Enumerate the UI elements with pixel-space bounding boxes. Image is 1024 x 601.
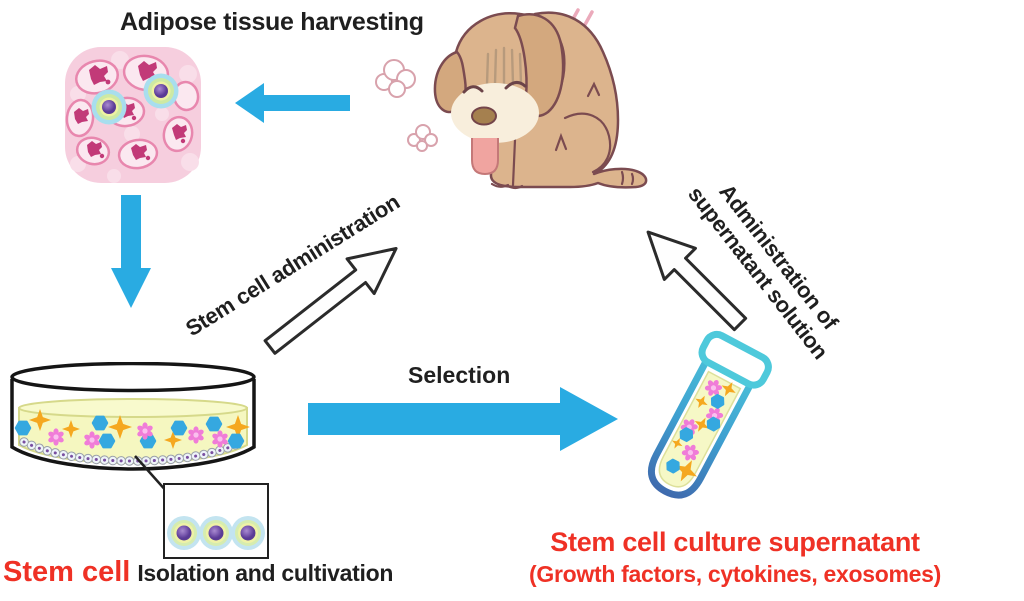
settled-cells-row: [19, 437, 247, 466]
supernatant-subtitle-label: (Growth factors, cytokines, exosomes): [529, 561, 941, 587]
selection-label: Selection: [408, 362, 511, 388]
stem-cells-icon: [167, 516, 265, 550]
adipose-tissue-illustration-icon: [65, 47, 201, 183]
stem-cell-red-label: Stem cell: [3, 556, 131, 588]
harvest-arrow-icon: [235, 83, 350, 123]
magnified-stem-cells-inset: [163, 483, 269, 559]
sick-dog-illustration-icon: [375, 8, 648, 190]
supernatant-administration-arrow-icon: [646, 230, 748, 332]
breath-puff-icon: [375, 59, 438, 152]
adipose-harvesting-label: Adipose tissue harvesting: [120, 8, 424, 36]
supernatant-title-label: Stem cell culture supernatant: [550, 527, 920, 557]
petri-dish-illustration-icon: [10, 362, 256, 471]
selection-arrow-icon: [308, 387, 618, 451]
supernatant-caption: Stem cell culture supernatant (Growth fa…: [495, 527, 975, 588]
stem-cell-icon: [91, 73, 179, 125]
inset-connector-line: [134, 455, 169, 494]
isolation-caption: Stem cell Isolation and cultivation: [3, 556, 393, 589]
isolation-cultivation-label: Isolation and cultivation: [137, 560, 394, 586]
stem-cell-administration-arrow-icon: [263, 246, 398, 355]
test-tube-illustration-icon: [647, 330, 772, 499]
down-arrow-icon: [111, 195, 151, 308]
